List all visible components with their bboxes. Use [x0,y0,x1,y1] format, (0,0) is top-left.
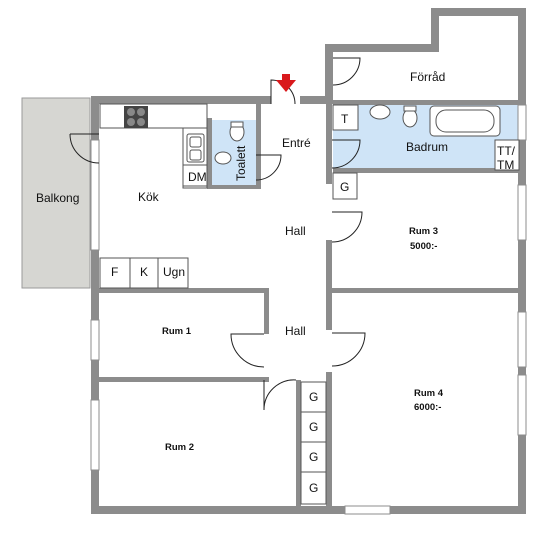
stove-icon [124,106,148,128]
bathroom-fixtures [332,104,520,171]
entrance-arrow-icon [276,74,296,92]
label-toalett: Toalett [234,145,248,181]
label-rum3: Rum 3 [409,226,438,237]
label-badrum: Badrum [406,140,448,154]
interior-walls [99,100,519,514]
label-forrad: Förråd [410,70,445,84]
label-hall-upper: Hall [285,224,306,238]
label-closet-rum3: G [340,180,349,194]
label-oven: Ugn [163,265,185,279]
kitchen-sink-icon [186,133,205,163]
label-rum1: Rum 1 [162,326,192,337]
label-entre: Entré [282,136,311,150]
label-dm: DM [188,170,207,184]
label-rum3-price: 5000:- [410,241,437,252]
label-rum4-price: 6000:- [414,402,441,413]
label-badrum-t: T [341,112,349,126]
door-swings [69,57,366,411]
label-tm: TM [497,158,514,172]
label-closet-1: G [309,390,318,404]
kitchen-counter [99,103,208,289]
windows [90,104,527,515]
label-hall-lower: Hall [285,324,306,338]
label-rum2: Rum 2 [165,442,194,453]
closets [300,172,358,505]
label-closet-3: G [309,450,318,464]
outer-walls [91,8,526,514]
label-kitchen-cupboard: K [140,265,148,279]
label-tt: TT/ [497,144,516,158]
label-kok: Kök [138,190,160,204]
label-balkong: Balkong [36,191,79,205]
balcony-area [21,97,91,289]
label-fridge: F [111,265,118,279]
label-closet-2: G [309,420,318,434]
label-rum4: Rum 4 [414,388,444,399]
toilet-fixtures [214,121,245,165]
label-closet-4: G [309,481,318,495]
